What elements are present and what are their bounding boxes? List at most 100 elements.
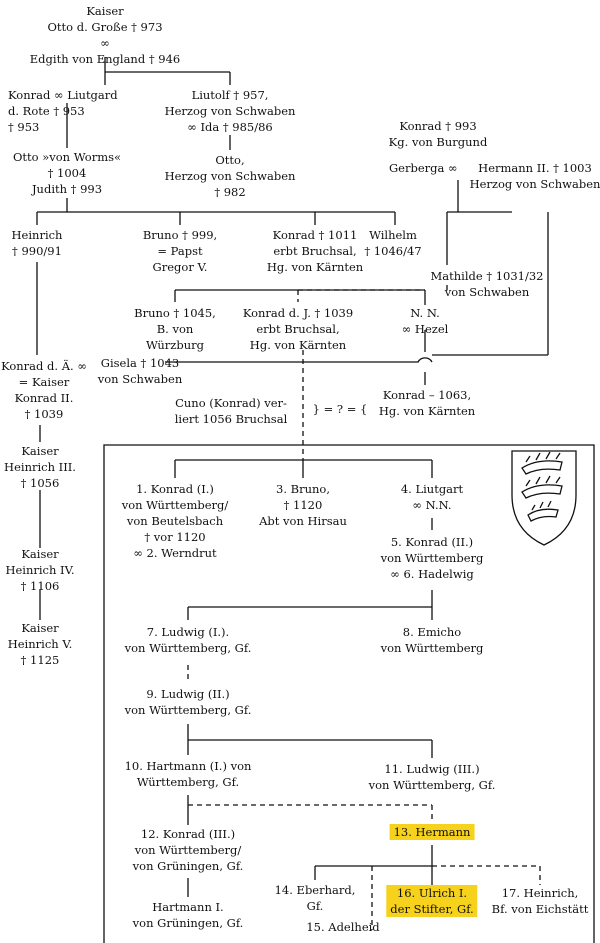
person-line: von Württemberg/ xyxy=(134,843,242,857)
person-line: † vor 1120 xyxy=(144,530,206,544)
person-line: 1. Konrad (I.) xyxy=(136,482,214,496)
person-line: 8. Emicho xyxy=(402,625,462,639)
person-line: Konrad † 1011 xyxy=(272,228,358,242)
person-line: Konrad † 993 xyxy=(399,119,477,133)
person-line: 10. Hartmann (I.) von xyxy=(124,759,252,773)
person-line: Heinrich IV. xyxy=(5,563,75,577)
person-line: Konrad ∞ Liutgard xyxy=(8,88,118,102)
person-equals: } = ? = { xyxy=(313,401,368,417)
person-line: Konrad d. Ä. ∞ xyxy=(1,359,87,373)
person-line: = Kaiser xyxy=(18,375,70,389)
person-line: ∞ N.N. xyxy=(412,498,452,512)
person-line: d. Rote † 953 xyxy=(8,104,85,118)
person-line: von Beutelsbach xyxy=(126,514,224,528)
person-line: Kaiser xyxy=(21,547,59,561)
person-line: von Württemberg/ xyxy=(121,498,229,512)
person-line: von Württemberg, Gf. xyxy=(124,641,252,655)
person-p9: 9. Ludwig (II.)von Württemberg, Gf. xyxy=(125,686,252,718)
person-line: Heinrich V. xyxy=(7,637,73,651)
person-p17: 17. Heinrich, Bf. von Eichstätt xyxy=(492,885,589,917)
person-line: ∞ 2. Werndrut xyxy=(133,546,217,560)
person-line: Heinrich xyxy=(11,228,63,242)
person-line: Otto, xyxy=(215,153,245,167)
person-line: Wilhelm xyxy=(369,228,417,242)
person-line: von Schwaben xyxy=(444,285,530,299)
wuerttemberg-frame xyxy=(103,444,595,943)
person-line: 9. Ludwig (II.) xyxy=(146,687,230,701)
person-line: 12. Konrad (III.) xyxy=(140,827,236,841)
person-hartmann_gr: Hartmann I.von Grüningen, Gf. xyxy=(133,899,244,931)
person-line: von Württemberg, Gf. xyxy=(368,778,496,792)
person-line: erbt Bruchsal, xyxy=(256,322,340,336)
person-p14: 14. Eberhard,Gf. xyxy=(275,882,356,914)
person-p7: 7. Ludwig (I.). von Württemberg, Gf. xyxy=(125,624,252,656)
person-line: 17. Heinrich, xyxy=(501,886,579,900)
person-line: Herzog von Schwaben xyxy=(164,104,296,118)
person-line: Kaiser xyxy=(21,621,59,635)
person-line: von Württemberg xyxy=(380,551,484,565)
person-p13: 13. Hermann xyxy=(389,824,475,840)
person-line: der Stifter, Gf. xyxy=(390,902,474,916)
person-line: Kg. von Burgund xyxy=(388,135,488,149)
person-line: liert 1056 Bruchsal xyxy=(174,412,288,426)
person-otto_schwaben: Otto,Herzog von Schwaben† 982 xyxy=(165,152,296,200)
person-line: 15. Adelheid xyxy=(306,920,380,934)
person-line: † 1106 xyxy=(20,579,60,593)
person-line: Bf. von Eichstätt xyxy=(491,902,589,916)
person-line: Hg. von Kärnten xyxy=(378,404,476,418)
person-line: N. N. xyxy=(410,306,440,320)
person-line: erbt Bruchsal, xyxy=(273,244,357,258)
person-line: Liutolf † 957, xyxy=(191,88,269,102)
person-cuno: Cuno (Konrad) ver-liert 1056 Bruchsal xyxy=(175,395,288,427)
person-line: Heinrich III. xyxy=(4,460,76,474)
person-p12: 12. Konrad (III.)von Württemberg/von Grü… xyxy=(133,826,244,874)
person-line: Edgith von England † 946 xyxy=(29,52,181,66)
person-line: } = ? = { xyxy=(312,402,368,416)
person-konrad1011: Konrad † 1011 erbt Bruchsal, Hg. von Kärnt… xyxy=(267,227,363,275)
person-line: Hg. von Kärnten xyxy=(249,338,347,352)
person-line: † 1056 xyxy=(20,476,60,490)
person-line: 7. Ludwig (I.). xyxy=(146,625,230,639)
person-line: † 990/91 xyxy=(12,244,62,258)
person-line: ∞ 6. Hadelwig xyxy=(390,567,474,581)
person-liutolf: Liutolf † 957,Herzog von Schwaben∞ Ida †… xyxy=(165,87,296,135)
person-line: Gisela † 1043 xyxy=(100,356,180,370)
person-p11: 11. Ludwig (III.)von Württemberg, Gf. xyxy=(369,761,496,793)
person-line: von Schwaben xyxy=(97,372,183,386)
person-line: Cuno (Konrad) ver- xyxy=(175,396,287,410)
person-line: † 953 xyxy=(8,120,40,134)
person-line: Abt von Hirsau xyxy=(259,514,347,528)
person-line: Württemberg, Gf. xyxy=(136,775,240,789)
person-gerberga: Gerberga ∞ xyxy=(389,160,458,176)
wuerttemberg-coat-of-arms-icon xyxy=(511,450,577,546)
person-line: Gregor V. xyxy=(152,260,208,274)
person-line: Hg. von Kärnten xyxy=(266,260,364,274)
person-p8: 8. Emicho von Württemberg xyxy=(381,624,484,656)
person-line: Gf. xyxy=(306,899,324,913)
person-line: ∞ Hezel xyxy=(401,322,449,336)
person-line: † 1004 xyxy=(47,166,87,180)
person-line: Konrad II. xyxy=(14,391,74,405)
person-line: † 1046/47 xyxy=(364,244,422,258)
person-line: von Württemberg xyxy=(380,641,484,655)
person-p16: 16. Ulrich I. der Stifter, Gf. xyxy=(386,885,478,917)
person-line: Bruno † 999, xyxy=(142,228,218,242)
person-line: † 1120 xyxy=(283,498,323,512)
person-line: 16. Ulrich I. xyxy=(396,886,468,900)
person-line: Herzog von Schwaben xyxy=(164,169,296,183)
person-line: 5. Konrad (II.) xyxy=(390,535,474,549)
person-line: Bruno † 1045, xyxy=(134,306,216,320)
